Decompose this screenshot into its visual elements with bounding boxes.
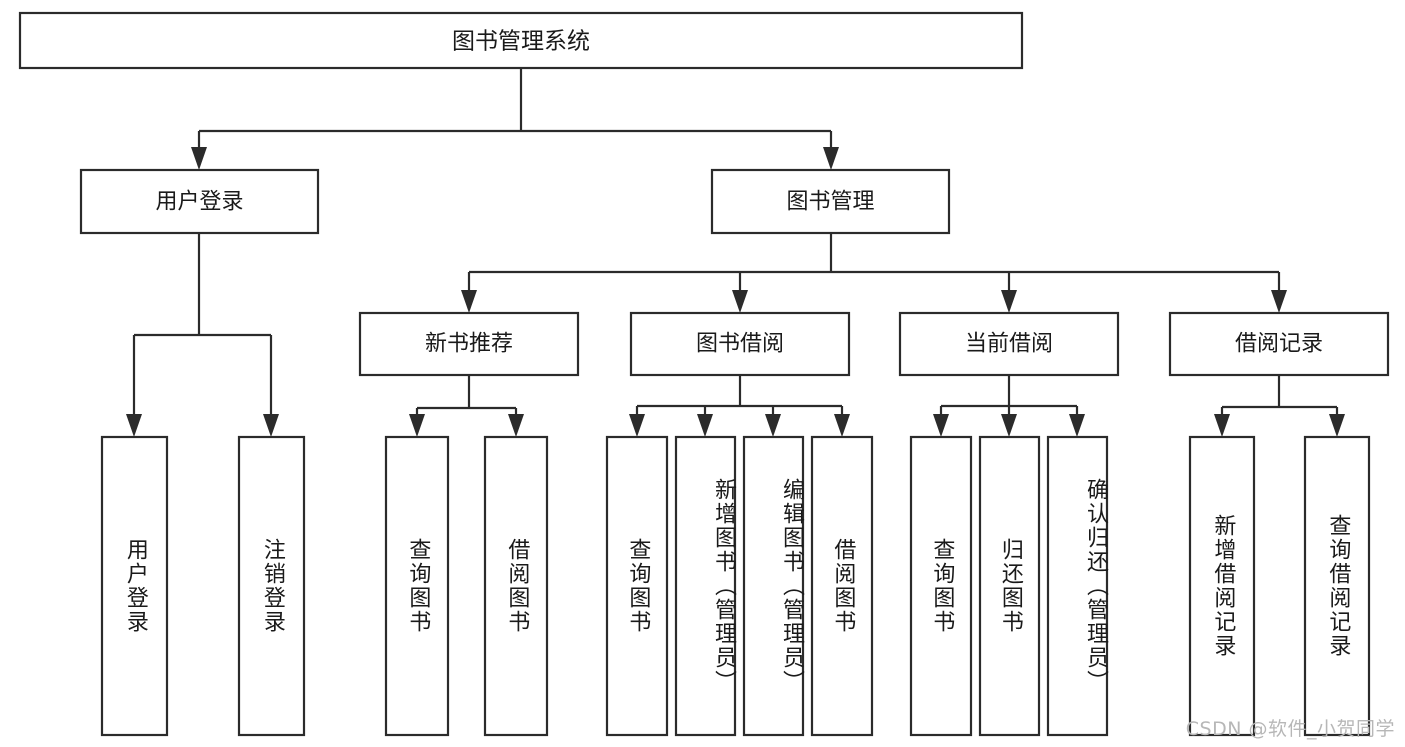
node-user-login-label: 用户登录 <box>155 190 243 215</box>
node-book-management-box[interactable] <box>710 168 951 235</box>
connector-group-bookmgmt <box>461 233 1287 313</box>
node-borrow-record-label: 借阅记录 <box>1235 332 1323 357</box>
node-new-book-recommend[interactable]: 新书推荐 <box>358 311 580 377</box>
leaf-box-query-book-2[interactable] <box>605 435 669 737</box>
connector-group-borrowbook <box>629 375 850 437</box>
leaf-box-borrow-book-1[interactable] <box>483 435 549 737</box>
arrow-head-userlogin <box>191 147 207 170</box>
connector-group-root <box>191 68 839 170</box>
arrow-head-leaf-edit-book <box>765 414 781 437</box>
arrow-head-bookmgmt <box>823 147 839 170</box>
node-borrow-record-box[interactable] <box>1168 311 1390 377</box>
leaf-box-edit-book[interactable] <box>742 435 805 737</box>
arrow-head-current-borrow <box>1001 290 1017 313</box>
leaf-box-add-record[interactable] <box>1188 435 1256 737</box>
connector-group-borrowrecord <box>1214 375 1345 437</box>
node-current-borrow-box[interactable] <box>898 311 1120 377</box>
node-new-book-recommend-box[interactable] <box>358 311 580 377</box>
connector-group-userlogin <box>126 233 279 437</box>
arrow-head-borrow-book <box>732 290 748 313</box>
arrow-head-leaf-query-book-1 <box>409 414 425 437</box>
leaf-box-return-book[interactable] <box>978 435 1041 737</box>
arrow-head-leaf-add-record <box>1214 414 1230 437</box>
node-book-borrow[interactable]: 图书借阅 <box>629 311 851 377</box>
arrow-head-leaf-query-book-2 <box>629 414 645 437</box>
leaf-box-query-record[interactable] <box>1303 435 1371 737</box>
leaf-box-query-book-3[interactable] <box>909 435 973 737</box>
arrow-head-leaf-logout <box>263 414 279 437</box>
leaf-box-add-book[interactable] <box>674 435 737 737</box>
arrow-head-leaf-return-book <box>1001 414 1017 437</box>
arrow-head-leaf-query-record <box>1329 414 1345 437</box>
node-book-borrow-label: 图书借阅 <box>696 332 784 357</box>
arrow-head-leaf-confirm-return <box>1069 414 1085 437</box>
arrow-head-leaf-borrow-book-1 <box>508 414 524 437</box>
node-user-login[interactable]: 用户登录 <box>79 168 320 235</box>
connector-group-currentborrow <box>933 375 1085 437</box>
arrow-head-new-book <box>461 290 477 313</box>
node-book-management-label: 图书管理 <box>786 190 874 215</box>
node-book-borrow-box[interactable] <box>629 311 851 377</box>
arrow-head-leaf-add-book <box>697 414 713 437</box>
arrow-head-leaf-user-login <box>126 414 142 437</box>
leaf-box-query-book-1[interactable] <box>384 435 450 737</box>
watermark-text: CSDN @软件_小贺同学 <box>1185 718 1395 740</box>
node-book-management[interactable]: 图书管理 <box>710 168 951 235</box>
leaf-box-logout[interactable] <box>237 435 306 737</box>
leaf-box-borrow-book-2[interactable] <box>810 435 874 737</box>
leaf-box-confirm-return[interactable] <box>1046 435 1109 737</box>
arrow-head-leaf-borrow-book-2 <box>834 414 850 437</box>
connector-group-newbook <box>409 375 524 437</box>
node-current-borrow-label: 当前借阅 <box>965 332 1053 357</box>
node-borrow-record[interactable]: 借阅记录 <box>1168 311 1390 377</box>
leaf-box-user-login[interactable] <box>100 435 169 737</box>
arrow-head-borrow-record <box>1271 290 1287 313</box>
node-root[interactable]: 图书管理系统 <box>18 11 1024 70</box>
arrow-head-leaf-query-book-3 <box>933 414 949 437</box>
node-user-login-box[interactable] <box>79 168 320 235</box>
node-new-book-recommend-label: 新书推荐 <box>425 332 513 357</box>
node-current-borrow[interactable]: 当前借阅 <box>898 311 1120 377</box>
node-root-label: 图书管理系统 <box>452 29 590 55</box>
node-root-box[interactable] <box>18 11 1024 70</box>
